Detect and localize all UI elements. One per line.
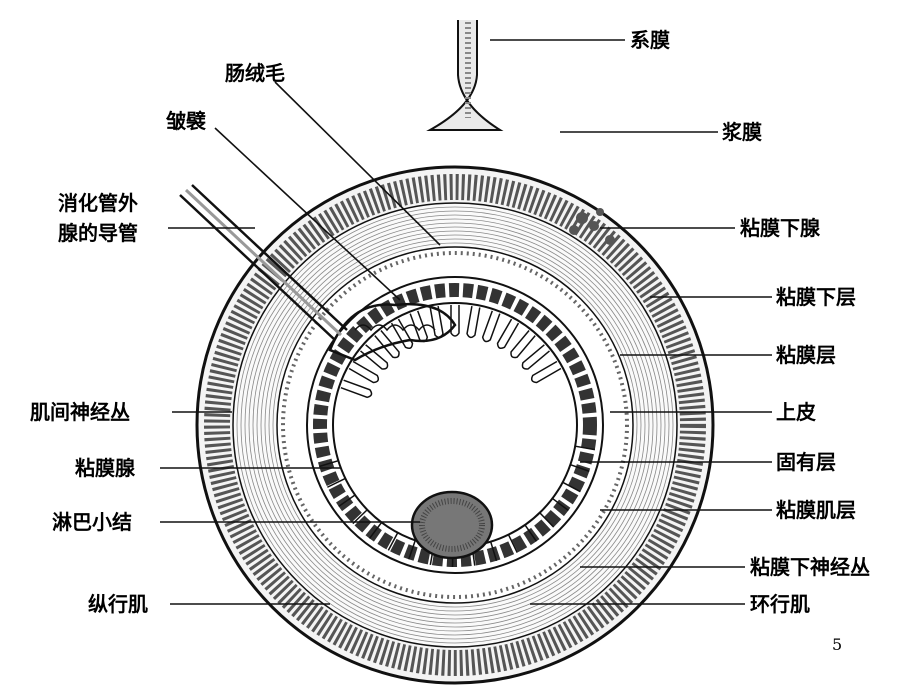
circular-muscle-layer	[236, 206, 674, 644]
intestinal-villi	[340, 305, 562, 399]
crypt-gland	[539, 512, 555, 528]
label-plica: 皱襞	[165, 109, 206, 133]
crypt-gland	[507, 534, 518, 553]
villus	[530, 360, 562, 384]
villus	[481, 310, 501, 343]
label-mucosa: 粘膜层	[776, 343, 836, 367]
label-duct-line2: 腺的导管	[58, 221, 138, 245]
plica-villi	[354, 324, 436, 332]
villus	[374, 330, 400, 359]
crypt-gland	[368, 521, 383, 539]
crypt-gland	[524, 524, 538, 542]
circular-muscle-line	[248, 218, 662, 632]
label-longitudinal-muscle: 纵行肌	[88, 592, 148, 616]
page-number: 5	[832, 635, 842, 654]
label-mesentery: 系膜	[630, 28, 670, 52]
crypt-gland	[562, 481, 581, 493]
crypt-gland	[408, 540, 416, 560]
label-muscularis-mucosae: 粘膜肌层	[776, 498, 856, 522]
leader-lines	[160, 39, 772, 605]
circular-muscle-line	[244, 214, 666, 636]
crypt-gland	[387, 532, 399, 551]
label-villi: 肠绒毛	[225, 61, 285, 85]
villus	[496, 318, 520, 350]
gland-duct-lumen	[184, 188, 343, 337]
label-mucosal-gland: 粘膜腺	[75, 456, 136, 480]
villus	[521, 344, 550, 370]
submucosa-texture	[281, 251, 629, 599]
circular-muscle-line	[272, 242, 638, 608]
villus	[348, 360, 380, 384]
villus	[340, 379, 373, 399]
circular-muscle-line	[236, 206, 674, 644]
circular-muscle-line	[252, 222, 658, 628]
label-submucosal-gland: 粘膜下腺	[740, 216, 821, 240]
submucosal-gland-clusters	[569, 208, 615, 245]
circular-muscle-line	[240, 210, 670, 640]
label-lamina-propria: 固有层	[776, 450, 836, 474]
crypt-gland	[338, 494, 356, 508]
leader-villi	[274, 81, 441, 246]
gland-duct	[179, 184, 348, 341]
label-circular-muscle: 环行肌	[750, 592, 810, 616]
villus	[466, 305, 481, 339]
circular-muscle-line	[256, 226, 654, 624]
crypt-gland	[551, 497, 569, 512]
mesentery-stalk	[426, 20, 504, 131]
villus	[510, 330, 536, 359]
crypt-gland	[489, 541, 498, 562]
leader-plica	[214, 127, 401, 301]
circular-muscle-line	[260, 230, 650, 620]
circular-muscle-line	[264, 234, 646, 616]
label-serosa: 浆膜	[721, 120, 762, 144]
label-myenteric-plexus: 肌间神经丛	[30, 400, 130, 424]
label-submucosa: 粘膜下层	[776, 285, 856, 309]
crypt-gland	[570, 464, 590, 472]
crypt-gland	[327, 477, 346, 488]
label-submucosal-plexus: 粘膜下神经丛	[750, 555, 870, 579]
longitudinal-muscle-layer	[204, 174, 706, 676]
mucosa-ring	[313, 283, 597, 567]
label-lymph-nodule: 淋巴小结	[52, 510, 132, 534]
label-duct-line1: 消化管外	[58, 191, 138, 215]
crypt-gland	[575, 445, 595, 451]
muscularis-mucosae-ring	[306, 276, 604, 574]
lymph-nodule-texture	[419, 498, 485, 552]
circular-muscle-line	[268, 238, 642, 612]
villus	[360, 344, 389, 370]
label-epithelium: 上皮	[776, 400, 816, 424]
crypt-gland	[318, 459, 339, 468]
plica-fold	[328, 303, 457, 362]
